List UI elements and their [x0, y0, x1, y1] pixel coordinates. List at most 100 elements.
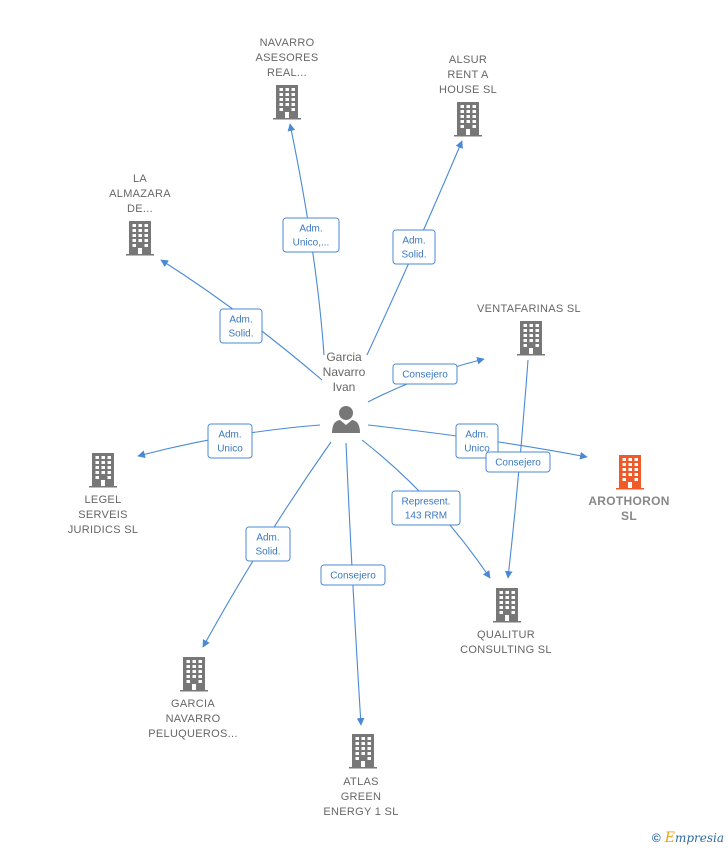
edge-label-text: Solid. — [255, 547, 280, 558]
company-name-navarro-line: ASESORES — [256, 52, 319, 64]
edge-label-person-to-atlas[interactable]: Consejero — [320, 564, 386, 586]
edge-label-box — [320, 564, 386, 586]
company-name-alsur-line: HOUSE SL — [439, 84, 497, 96]
edge-label-person-to-qualitur[interactable]: Represent. 143 RRM — [391, 490, 461, 526]
company-name-garcia: GARCIA NAVARRO PELUQUEROS... — [148, 698, 237, 740]
edge-label-text: Consejero — [495, 458, 541, 469]
nodes-layer: GarciaNavarroIvanNAVARROASESORESREAL...A… — [68, 37, 670, 818]
company-name-legel-line: JURIDICS SL — [68, 524, 139, 536]
edge-label-person-to-garcia[interactable]: Adm. Solid. — [245, 526, 291, 562]
company-name-almazara: LA ALMAZARA DE... — [109, 173, 171, 215]
company-name-garcia-line: GARCIA — [171, 698, 215, 710]
person-name-line: Garcia — [326, 350, 362, 364]
edge-label-box — [392, 363, 458, 385]
building-icon — [493, 588, 521, 623]
company-node-navarro[interactable]: NAVARRO ASESORES REAL... — [256, 37, 319, 120]
company-name-garcia-line: PELUQUEROS... — [148, 728, 237, 740]
company-name-legel: LEGEL SERVEIS JURIDICS SL — [68, 494, 139, 536]
person-name-line: Navarro — [323, 365, 366, 379]
company-node-garcia[interactable]: GARCIA NAVARRO PELUQUEROS... — [148, 657, 237, 740]
company-name-atlas-line: ENERGY 1 SL — [323, 806, 398, 818]
edge-label-person-to-legel[interactable]: Adm. Unico — [207, 423, 253, 459]
company-node-atlas[interactable]: ATLAS GREEN ENERGY 1 SL — [323, 734, 398, 818]
company-node-ventafarinas[interactable]: VENTAFARINAS SL — [477, 303, 581, 356]
building-icon — [517, 321, 545, 356]
building-icon — [616, 455, 644, 490]
edge-label-box — [282, 217, 340, 253]
edge-label-text: 143 RRM — [405, 511, 447, 522]
company-name-almazara-line: LA — [133, 173, 147, 185]
edge-label-box — [219, 308, 263, 344]
edge-label-text: Solid. — [401, 250, 426, 261]
building-icon — [180, 657, 208, 692]
edge-labels-layer: Adm. Unico,... Adm. Solid. Adm. Solid. Conseje… — [207, 217, 551, 586]
company-name-atlas-line: GREEN — [341, 791, 382, 803]
company-name-legel-line: LEGEL — [85, 494, 122, 506]
brand-name: mpresia — [674, 831, 724, 845]
person-name-line: Ivan — [333, 380, 356, 394]
company-name-arothoron-line: AROTHORON — [588, 494, 669, 508]
edge-label-text: Consejero — [402, 370, 448, 381]
person-icon — [332, 406, 360, 433]
edge-label-person-to-alsur[interactable]: Adm. Solid. — [392, 229, 436, 265]
edge-label-text: Unico,... — [293, 238, 330, 249]
edge-label-box — [392, 229, 436, 265]
edge-label-text: Solid. — [228, 329, 253, 340]
edge-label-text: Adm. — [465, 430, 488, 441]
building-icon — [89, 453, 117, 488]
edge-label-box — [455, 423, 499, 459]
company-node-almazara[interactable]: LA ALMAZARA DE... — [109, 173, 171, 256]
company-name-atlas-line: ATLAS — [343, 776, 379, 788]
edge-label-person-to-navarro[interactable]: Adm. Unico,... — [282, 217, 340, 253]
edge-label-box — [245, 526, 291, 562]
edge-label-text: Adm. — [299, 224, 322, 235]
building-icon — [126, 221, 154, 256]
company-name-qualitur-line: QUALITUR — [477, 629, 535, 641]
company-node-legel[interactable]: LEGEL SERVEIS JURIDICS SL — [68, 453, 139, 536]
edge-label-text: Adm. — [256, 533, 279, 544]
brand-initial: E — [664, 830, 675, 846]
company-name-alsur-line: ALSUR — [449, 54, 487, 66]
building-icon — [349, 734, 377, 769]
edge-label-text: Adm. — [229, 315, 252, 326]
edge-label-person-to-almazara[interactable]: Adm. Solid. — [219, 308, 263, 344]
copyright-symbol: © — [651, 831, 661, 845]
company-name-qualitur-line: CONSULTING SL — [460, 644, 552, 656]
company-name-qualitur: QUALITUR CONSULTING SL — [460, 629, 552, 656]
company-name-almazara-line: DE... — [127, 203, 153, 215]
edge-label-box — [485, 451, 551, 473]
edge-label-box — [207, 423, 253, 459]
edge-label-text: Consejero — [330, 571, 376, 582]
edge-label-box — [391, 490, 461, 526]
company-name-arothoron-line: SL — [621, 509, 637, 523]
edge-label-ventafarinas-to-qualitur[interactable]: Consejero — [485, 451, 551, 473]
building-icon — [273, 85, 301, 120]
company-node-alsur[interactable]: ALSUR RENT A HOUSE SL — [439, 54, 497, 137]
company-name-ventafarinas-line: VENTAFARINAS SL — [477, 303, 581, 315]
company-name-navarro-line: REAL... — [267, 67, 307, 79]
edge-label-text: Represent. — [402, 497, 451, 508]
company-name-garcia-line: NAVARRO — [166, 713, 221, 725]
building-icon — [454, 102, 482, 137]
edge-label-text: Adm. — [218, 430, 241, 441]
empresia-watermark: ©Empresia — [652, 830, 724, 846]
company-name-ventafarinas: VENTAFARINAS SL — [477, 303, 581, 315]
edge-label-person-to-arothoron[interactable]: Adm. Unico — [455, 423, 499, 459]
company-name-navarro-line: NAVARRO — [260, 37, 315, 49]
company-name-legel-line: SERVEIS — [78, 509, 128, 521]
company-name-alsur-line: RENT A — [447, 69, 489, 81]
company-name-alsur: ALSUR RENT A HOUSE SL — [439, 54, 497, 96]
edge-label-text: Unico — [217, 444, 243, 455]
company-name-navarro: NAVARRO ASESORES REAL... — [256, 37, 319, 79]
company-name-almazara-line: ALMAZARA — [109, 188, 171, 200]
edge-label-text: Unico — [464, 444, 490, 455]
company-name-atlas: ATLAS GREEN ENERGY 1 SL — [323, 776, 398, 818]
edge-label-text: Adm. — [402, 236, 425, 247]
edge-label-person-to-ventafarinas[interactable]: Consejero — [392, 363, 458, 385]
company-node-qualitur[interactable]: QUALITUR CONSULTING SL — [460, 588, 552, 656]
